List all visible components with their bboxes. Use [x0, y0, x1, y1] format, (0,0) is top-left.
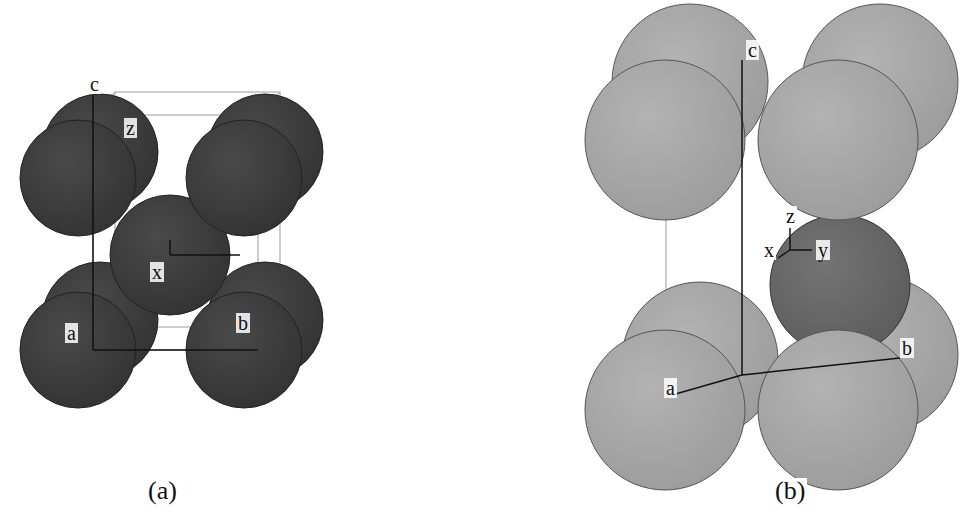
panel-caption: (a)	[146, 478, 179, 504]
axis-label: a	[65, 323, 78, 343]
bcc-cell	[20, 92, 323, 408]
axis-label: b	[236, 313, 250, 333]
hcp-cell	[585, 4, 958, 490]
axis-label: c	[88, 74, 101, 94]
axis-label: x	[150, 262, 164, 282]
axis-label: b	[900, 338, 914, 358]
axis-label: z	[784, 206, 797, 226]
axis-label: y	[816, 240, 830, 260]
axis-label: a	[664, 378, 677, 398]
panel-caption: (b)	[773, 478, 807, 504]
axis-label: c	[746, 40, 759, 60]
axis-label: z	[124, 118, 137, 138]
axis-label: x	[762, 240, 776, 260]
